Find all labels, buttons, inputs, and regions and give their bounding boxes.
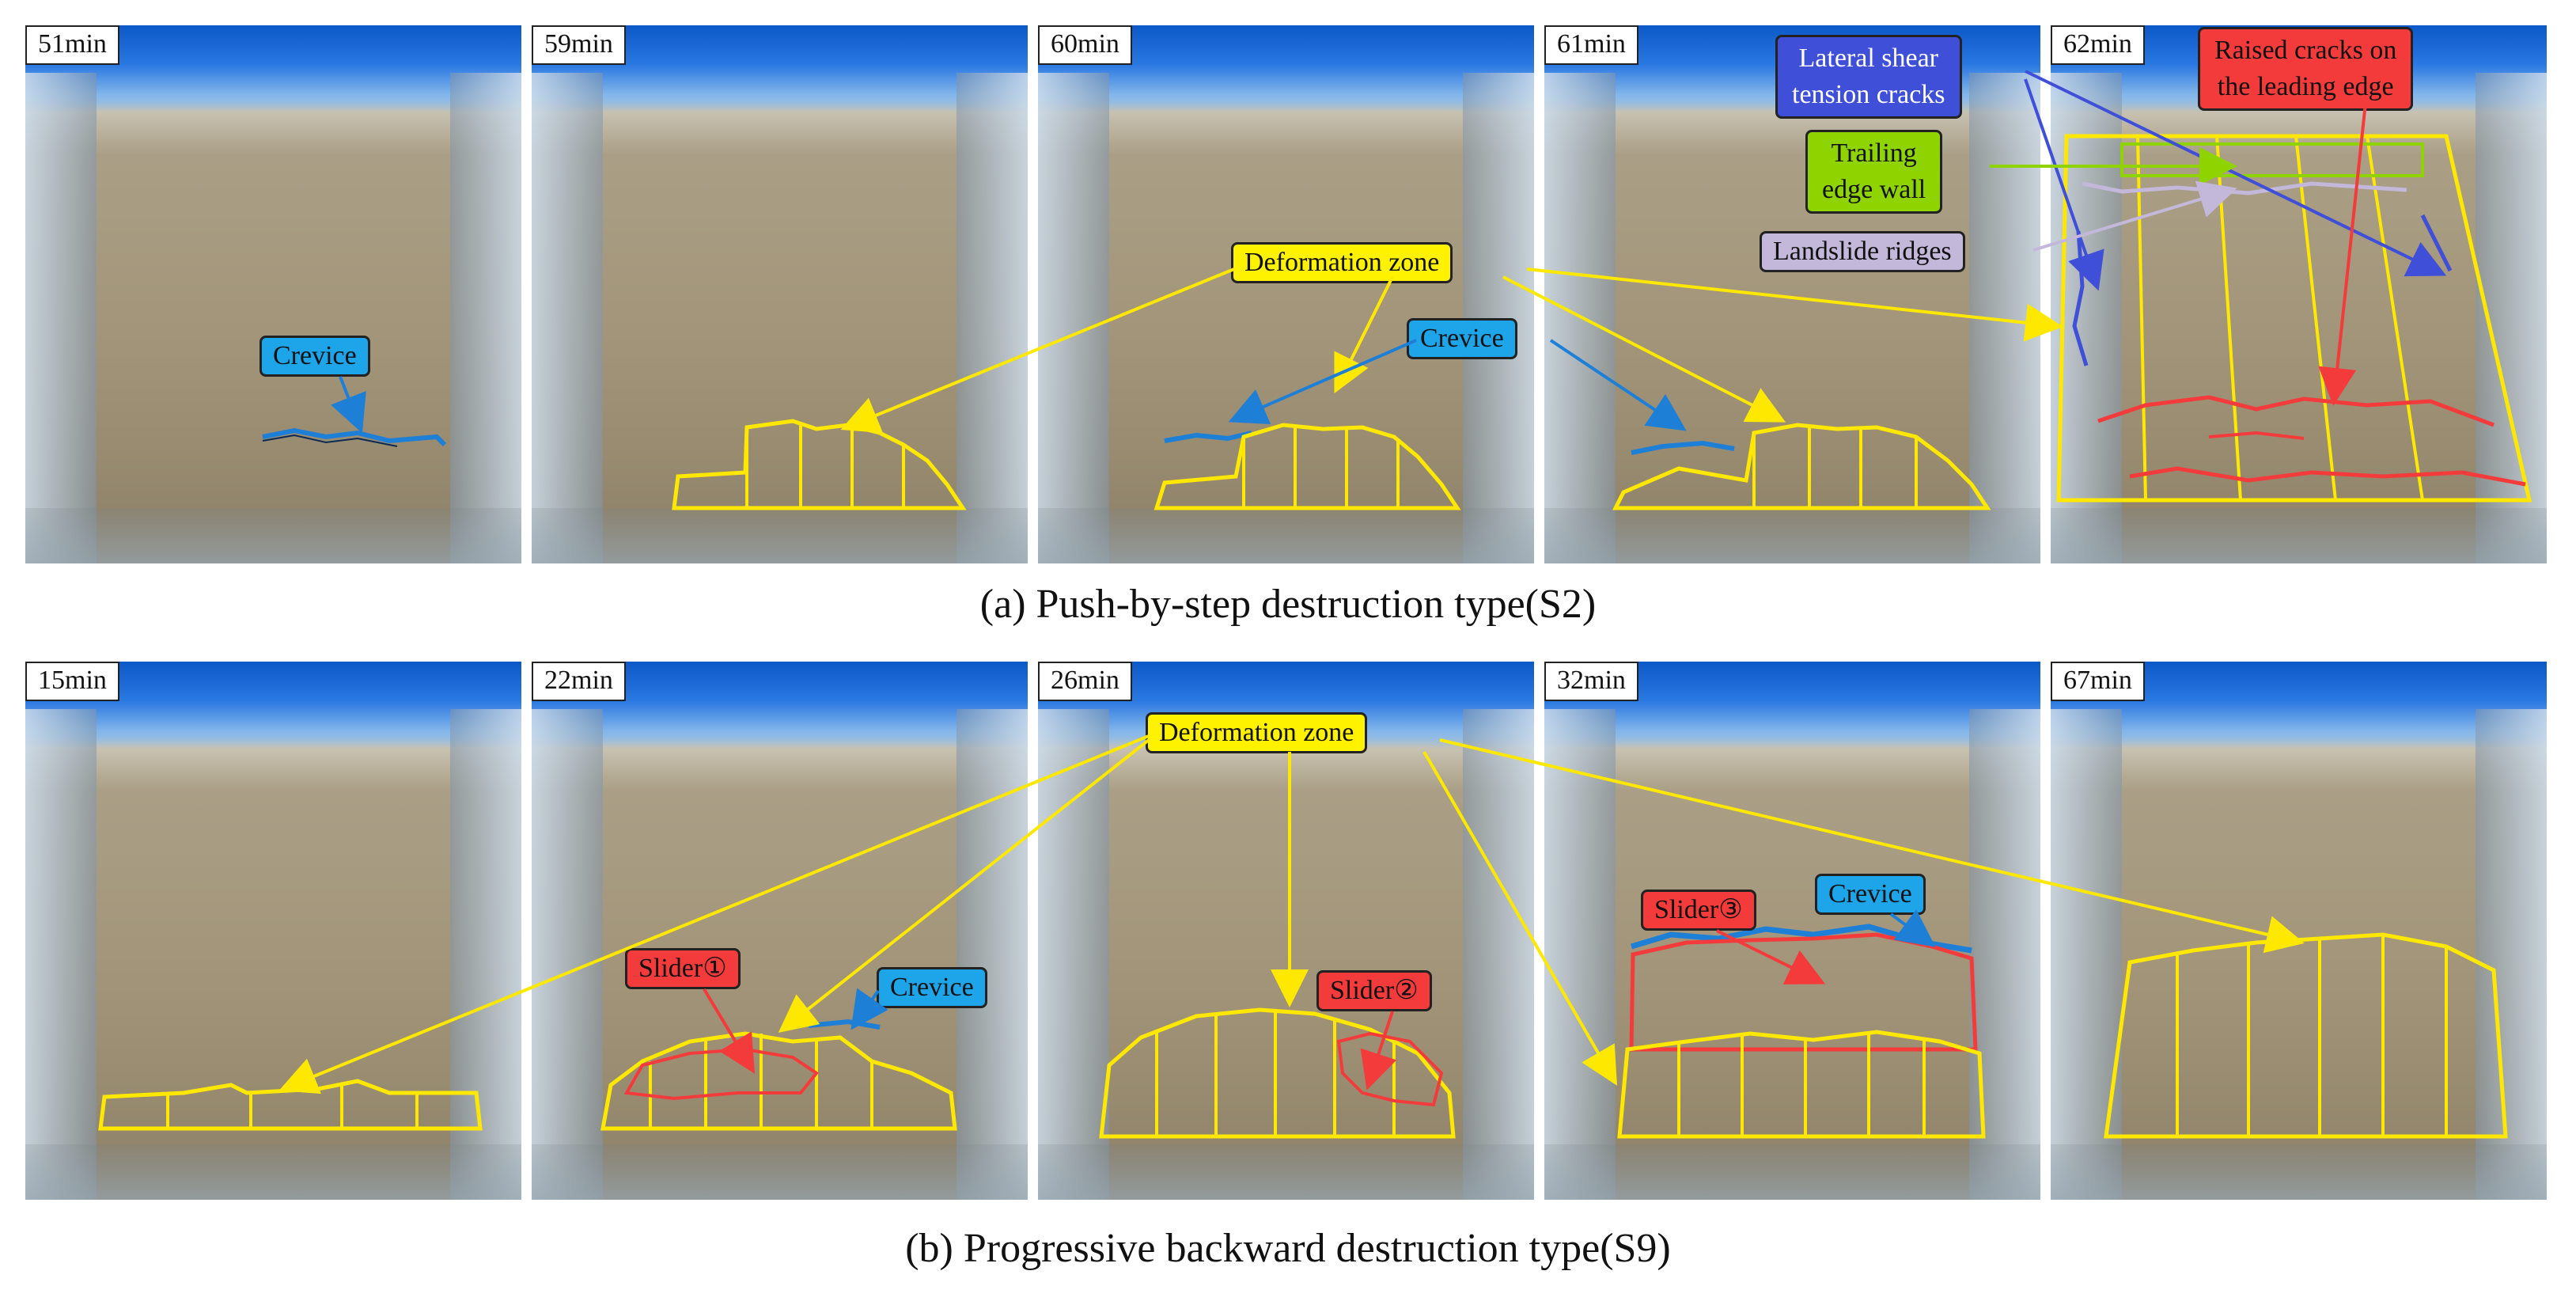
photo-panel-b2: 22min	[532, 662, 1028, 1200]
time-label: 51min	[25, 25, 119, 65]
time-label: 26min	[1038, 662, 1132, 701]
time-label: 61min	[1544, 25, 1638, 65]
deformation-zone-callout: Deformation zone	[1231, 242, 1453, 283]
deformation-outline-b2	[600, 1019, 957, 1131]
photo-panel-b1: 15min	[25, 662, 521, 1200]
time-label: 62min	[2051, 25, 2145, 65]
deformation-outline-a3	[1154, 423, 1461, 510]
lateral-shear-cracks-callout: Lateral shear tension cracks	[1775, 35, 1962, 119]
caption-b: (b) Progressive backward destruction typ…	[905, 1226, 1671, 1271]
deformation-outline-a4	[1612, 423, 1991, 510]
deformation-zone-callout: Deformation zone	[1146, 712, 1368, 753]
trailing-edge-wall-callout: Trailing edge wall	[1805, 130, 1943, 214]
photo-panel-a5: 62min	[2051, 25, 2547, 563]
crevice-callout: Crevice	[877, 967, 987, 1008]
time-label: 22min	[532, 662, 626, 701]
time-label: 32min	[1544, 662, 1638, 701]
slider-2-callout: Slider②	[1316, 970, 1432, 1011]
slider-3-callout: Slider③	[1641, 890, 1756, 931]
deformation-outline-b4	[1617, 924, 1986, 1139]
deformation-outline-a2	[672, 419, 967, 510]
caption-a: (a) Push-by-step destruction type(S2)	[979, 582, 1597, 627]
crevice-callout: Crevice	[259, 336, 370, 377]
raised-cracks-callout: Raised cracks on the leading edge	[2198, 27, 2414, 111]
photo-panel-b4: 32min	[1544, 662, 2040, 1200]
time-label: 60min	[1038, 25, 1132, 65]
crack-overlay-a1	[262, 427, 447, 447]
time-label: 67min	[2051, 662, 2145, 701]
time-label: 59min	[532, 25, 626, 65]
photo-panel-a3: 60min	[1038, 25, 1534, 563]
deformation-outline-b1	[98, 1079, 483, 1131]
slider-1-callout: Slider①	[625, 948, 741, 989]
photo-panel-a2: 59min	[532, 25, 1028, 563]
landslide-ridges-callout: Landslide ridges	[1760, 231, 1965, 272]
photo-panel-a1: 51min	[25, 25, 521, 563]
photo-panel-b5: 67min	[2051, 662, 2547, 1200]
deformation-outline-b5	[2104, 932, 2508, 1139]
crevice-callout: Crevice	[1815, 874, 1926, 915]
time-label: 15min	[25, 662, 119, 701]
crevice-callout: Crevice	[1407, 318, 1517, 359]
